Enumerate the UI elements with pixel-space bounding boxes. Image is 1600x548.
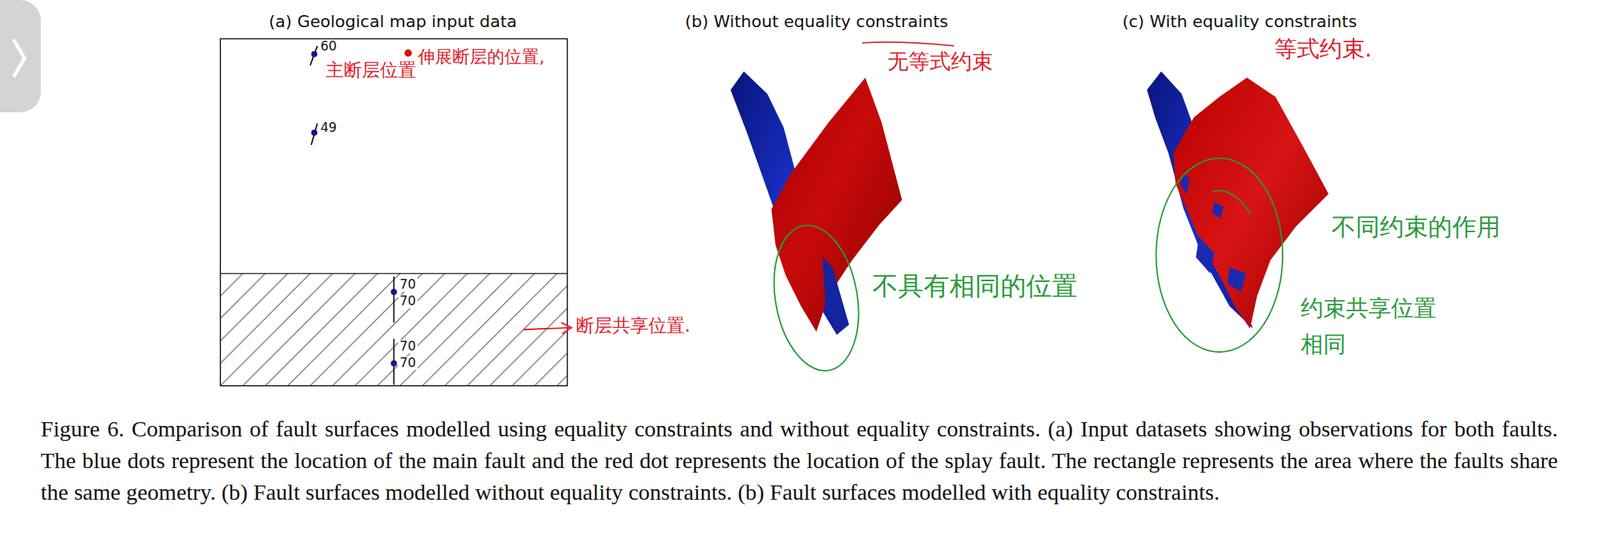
dip-value: 70 — [398, 340, 418, 354]
dip-value: 70 — [398, 294, 418, 309]
handwritten-note: 断层共享位置. — [576, 315, 691, 338]
fault-surfaces-b — [730, 42, 954, 378]
handwritten-note: 等式约束. — [1274, 36, 1373, 63]
dip-value: 70 — [398, 356, 418, 371]
map-panel — [220, 38, 568, 386]
handwritten-note: 无等式约束 — [887, 49, 994, 74]
handwritten-note: 不同约束的作用 — [1331, 213, 1501, 242]
panel-title: (b) Without equality constraints — [665, 12, 968, 31]
side-tab — [0, 0, 41, 113]
handwritten-note: 主断层位置 — [325, 60, 417, 82]
figure-caption: Figure 6. Comparison of fault surfaces m… — [40, 413, 1558, 509]
panel-title: (a) Geological map input data — [242, 12, 544, 31]
dip-value: 70 — [398, 278, 418, 292]
handwritten-note: 约束共享位置 相同 — [1300, 290, 1447, 363]
panel-title: (c) With equality constraints — [1088, 12, 1391, 31]
dip-value: 60 — [320, 39, 338, 55]
dip-value: 49 — [320, 120, 338, 136]
handwritten-note: 不具有相同的位置 — [872, 271, 1078, 301]
handwritten-note: 伸展断层的位置, — [417, 46, 545, 67]
annotation-arrow — [523, 322, 572, 335]
